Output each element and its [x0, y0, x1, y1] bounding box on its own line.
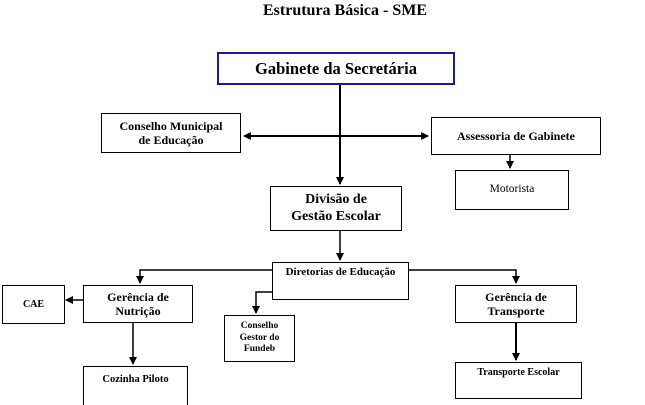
cozinha-label: Cozinha Piloto — [102, 374, 169, 385]
transporte-escolar-label: Transporte Escolar — [477, 367, 560, 378]
diretorias-box: Diretorias de Educação — [272, 262, 409, 300]
cozinha-box: Cozinha Piloto — [83, 366, 188, 405]
transporte-escolar-box: Transporte Escolar — [455, 362, 582, 399]
nutricao-line1: Gerência de — [107, 289, 169, 304]
transporte-box: Gerência de Transporte — [455, 285, 577, 323]
connector-to-nutricao — [136, 269, 272, 284]
conselho-fundeb-line1: Conselho — [240, 321, 279, 332]
conselho-fundeb-line2: Gestor do — [239, 332, 280, 343]
conselho-municipal-box: Conselho Municipal de Educação — [101, 113, 241, 153]
nutricao-box: Gerência de Nutrição — [83, 285, 193, 323]
cae-label: CAE — [22, 298, 45, 310]
assessoria-label: Assessoria de Gabinete — [457, 128, 575, 143]
conselho-fundeb-box: Conselho Gestor do Fundeb — [224, 315, 295, 362]
diretorias-label: Diretorias de Educação — [285, 266, 396, 278]
nutricao-line2: Nutrição — [115, 304, 161, 318]
connector-to-fundeb — [252, 291, 272, 314]
gabinete-box: Gabinete da Secretária — [217, 52, 455, 85]
conselho-municipal-line2: de Educação — [138, 133, 204, 147]
assessoria-box: Assessoria de Gabinete — [431, 117, 601, 155]
divisao-box: Divisão de Gestão Escolar — [270, 186, 402, 231]
conselho-fundeb-line3: Fundeb — [243, 344, 276, 355]
motorista-label: Motorista — [489, 183, 535, 196]
conselho-municipal-line1: Conselho Municipal — [119, 118, 223, 133]
connector-to-transporte — [408, 269, 520, 284]
chart-title: Estrutura Básica - SME — [263, 2, 427, 19]
divisao-line2: Gestão Escolar — [291, 208, 381, 224]
divisao-line1: Divisão de — [305, 191, 367, 207]
gabinete-label: Gabinete da Secretária — [255, 58, 417, 78]
transporte-line1: Gerência de — [485, 289, 547, 304]
cae-box: CAE — [2, 285, 65, 324]
motorista-box: Motorista — [455, 170, 569, 210]
transporte-line2: Transporte — [487, 304, 545, 318]
